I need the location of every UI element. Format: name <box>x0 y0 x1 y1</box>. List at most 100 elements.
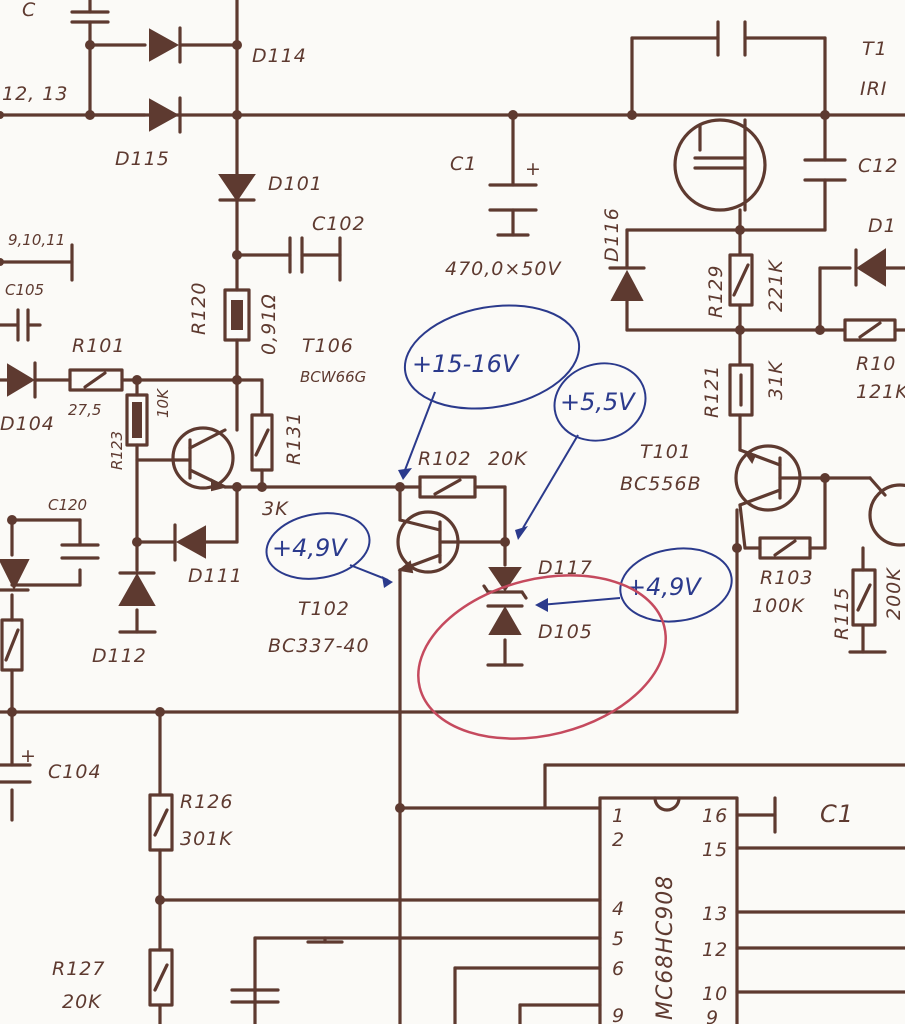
label-r121: R121 <box>701 365 723 418</box>
diode-d116 <box>608 266 646 301</box>
annotation-4-9v-left: +4,9V <box>265 512 393 588</box>
resistor-r101 <box>68 368 124 392</box>
resistor-r123 <box>125 393 149 447</box>
resistor-r120 <box>223 288 251 342</box>
label-r101-value: 27,5 <box>68 401 101 419</box>
resistor-left <box>0 618 24 672</box>
zener-d105 <box>486 604 524 635</box>
label-r115: R115 <box>831 587 853 640</box>
capacitor-c-top <box>70 0 110 47</box>
resistor-r131 <box>250 413 274 472</box>
transistor-t106 <box>171 426 235 492</box>
diode-d1-right <box>854 248 905 287</box>
ic-mc68hc908 <box>598 796 739 1024</box>
label-t102: T102 <box>298 598 350 620</box>
resistor-r126 <box>148 793 174 852</box>
capacitor-c12 <box>803 158 847 182</box>
label-r129: R129 <box>705 265 727 318</box>
label-d114: D114 <box>252 45 307 67</box>
label-r131-value: 3K <box>262 498 289 520</box>
ic-pin-right-13: 13 <box>702 903 728 925</box>
capacitor-c104 <box>0 763 32 784</box>
annotation-4-9v-right-text: +4,9V <box>626 573 702 601</box>
label-r127-value: 20K <box>62 991 102 1013</box>
label-r126-value: 301K <box>180 828 233 850</box>
ic-pin-right-16: 16 <box>702 805 728 827</box>
label-r10-value: 121K <box>856 381 905 403</box>
annotation-5-5v-text: +5,5V <box>560 388 636 416</box>
label-t102-type: BC337-40 <box>268 635 370 657</box>
annotation-4-9v-right: +4,9V <box>535 547 733 623</box>
annotation-5-5v: +5,5V <box>515 362 647 540</box>
label-r102-value: 20K <box>488 448 528 470</box>
label-t106-type: BCW66G <box>300 368 366 386</box>
label-r102: R102 <box>418 448 471 470</box>
resistor-r10-right <box>843 318 897 342</box>
label-r129-value: 221K <box>765 259 787 312</box>
capacitor-c102 <box>288 236 342 282</box>
transistor-t102 <box>396 510 460 574</box>
annotation-15-16v: +15-16V <box>398 304 581 480</box>
label-r126: R126 <box>180 791 233 813</box>
label-r115-value: 200K <box>883 567 905 620</box>
label-r10-right: R10 <box>856 353 896 375</box>
ic-pin-numbers: 1 2 4 5 6 9 16 15 13 12 10 9 <box>612 805 728 1024</box>
diode-d101 <box>218 174 256 202</box>
label-c105: C105 <box>5 281 44 299</box>
label-c1-ic: C1 <box>820 800 854 828</box>
label-r131: R131 <box>283 412 305 465</box>
label-c104: C104 <box>48 761 102 783</box>
zener-d112 <box>118 571 156 606</box>
label-r120: R120 <box>188 282 210 335</box>
label-d117: D117 <box>538 557 593 579</box>
label-r103: R103 <box>760 567 813 589</box>
ic-pin-left-6: 6 <box>612 958 625 980</box>
tube-t1 <box>673 20 767 212</box>
ic-pin-left-5: 5 <box>612 928 625 950</box>
label-ic: MC68HC908 <box>653 875 678 1020</box>
label-iri: IRI <box>860 78 887 100</box>
transistor-right-partial <box>868 476 905 547</box>
label-r101: R101 <box>72 335 125 357</box>
diode-d104 <box>7 361 37 399</box>
label-t106: T106 <box>302 335 354 357</box>
label-r127: R127 <box>52 958 105 980</box>
label-r121-value: 31K <box>765 360 787 400</box>
label-r123-value: 10K <box>154 388 172 418</box>
label-d111: D111 <box>188 565 243 587</box>
diode-d114 <box>149 26 182 64</box>
label-t1: T1 <box>862 38 888 60</box>
resistor-r121 <box>728 363 754 417</box>
ic-pin-left-1: 1 <box>612 805 625 827</box>
annotation-4-9v-left-text: +4,9V <box>272 534 348 562</box>
capacitor-c1: + <box>488 158 542 237</box>
label-r120-value: 0,91Ω <box>258 293 280 355</box>
label-t101: T101 <box>640 441 692 463</box>
label-c1: C1 <box>450 153 477 175</box>
capacitor-bottom-left <box>230 988 280 1004</box>
ic-pin-right-12: 12 <box>702 939 728 961</box>
label-c104-plus: + <box>20 745 37 767</box>
label-d105: D105 <box>538 621 593 643</box>
svg-text:+: + <box>525 158 542 180</box>
resistor-r127 <box>148 948 174 1007</box>
ic-pin-right-9: 9 <box>706 1007 719 1024</box>
label-d101: D101 <box>268 173 323 195</box>
label-r123: R123 <box>108 431 126 470</box>
ic-pin-left-9: 9 <box>612 1005 625 1024</box>
label-d1-right: D1 <box>868 215 897 237</box>
resistor-r103 <box>758 536 812 560</box>
resistor-r129 <box>728 253 754 307</box>
ic-pin-right-10: 10 <box>702 983 728 1005</box>
resistor-r102 <box>418 475 477 499</box>
ic-pin-right-15: 15 <box>702 839 728 861</box>
label-c120: C120 <box>48 496 87 514</box>
label-d116: D116 <box>601 207 623 262</box>
capacitor-c120 <box>60 543 100 560</box>
label-pins-9-10-11: 9,10,11 <box>8 231 65 249</box>
resistor-r115 <box>851 568 877 627</box>
label-c-top: C <box>22 0 36 21</box>
